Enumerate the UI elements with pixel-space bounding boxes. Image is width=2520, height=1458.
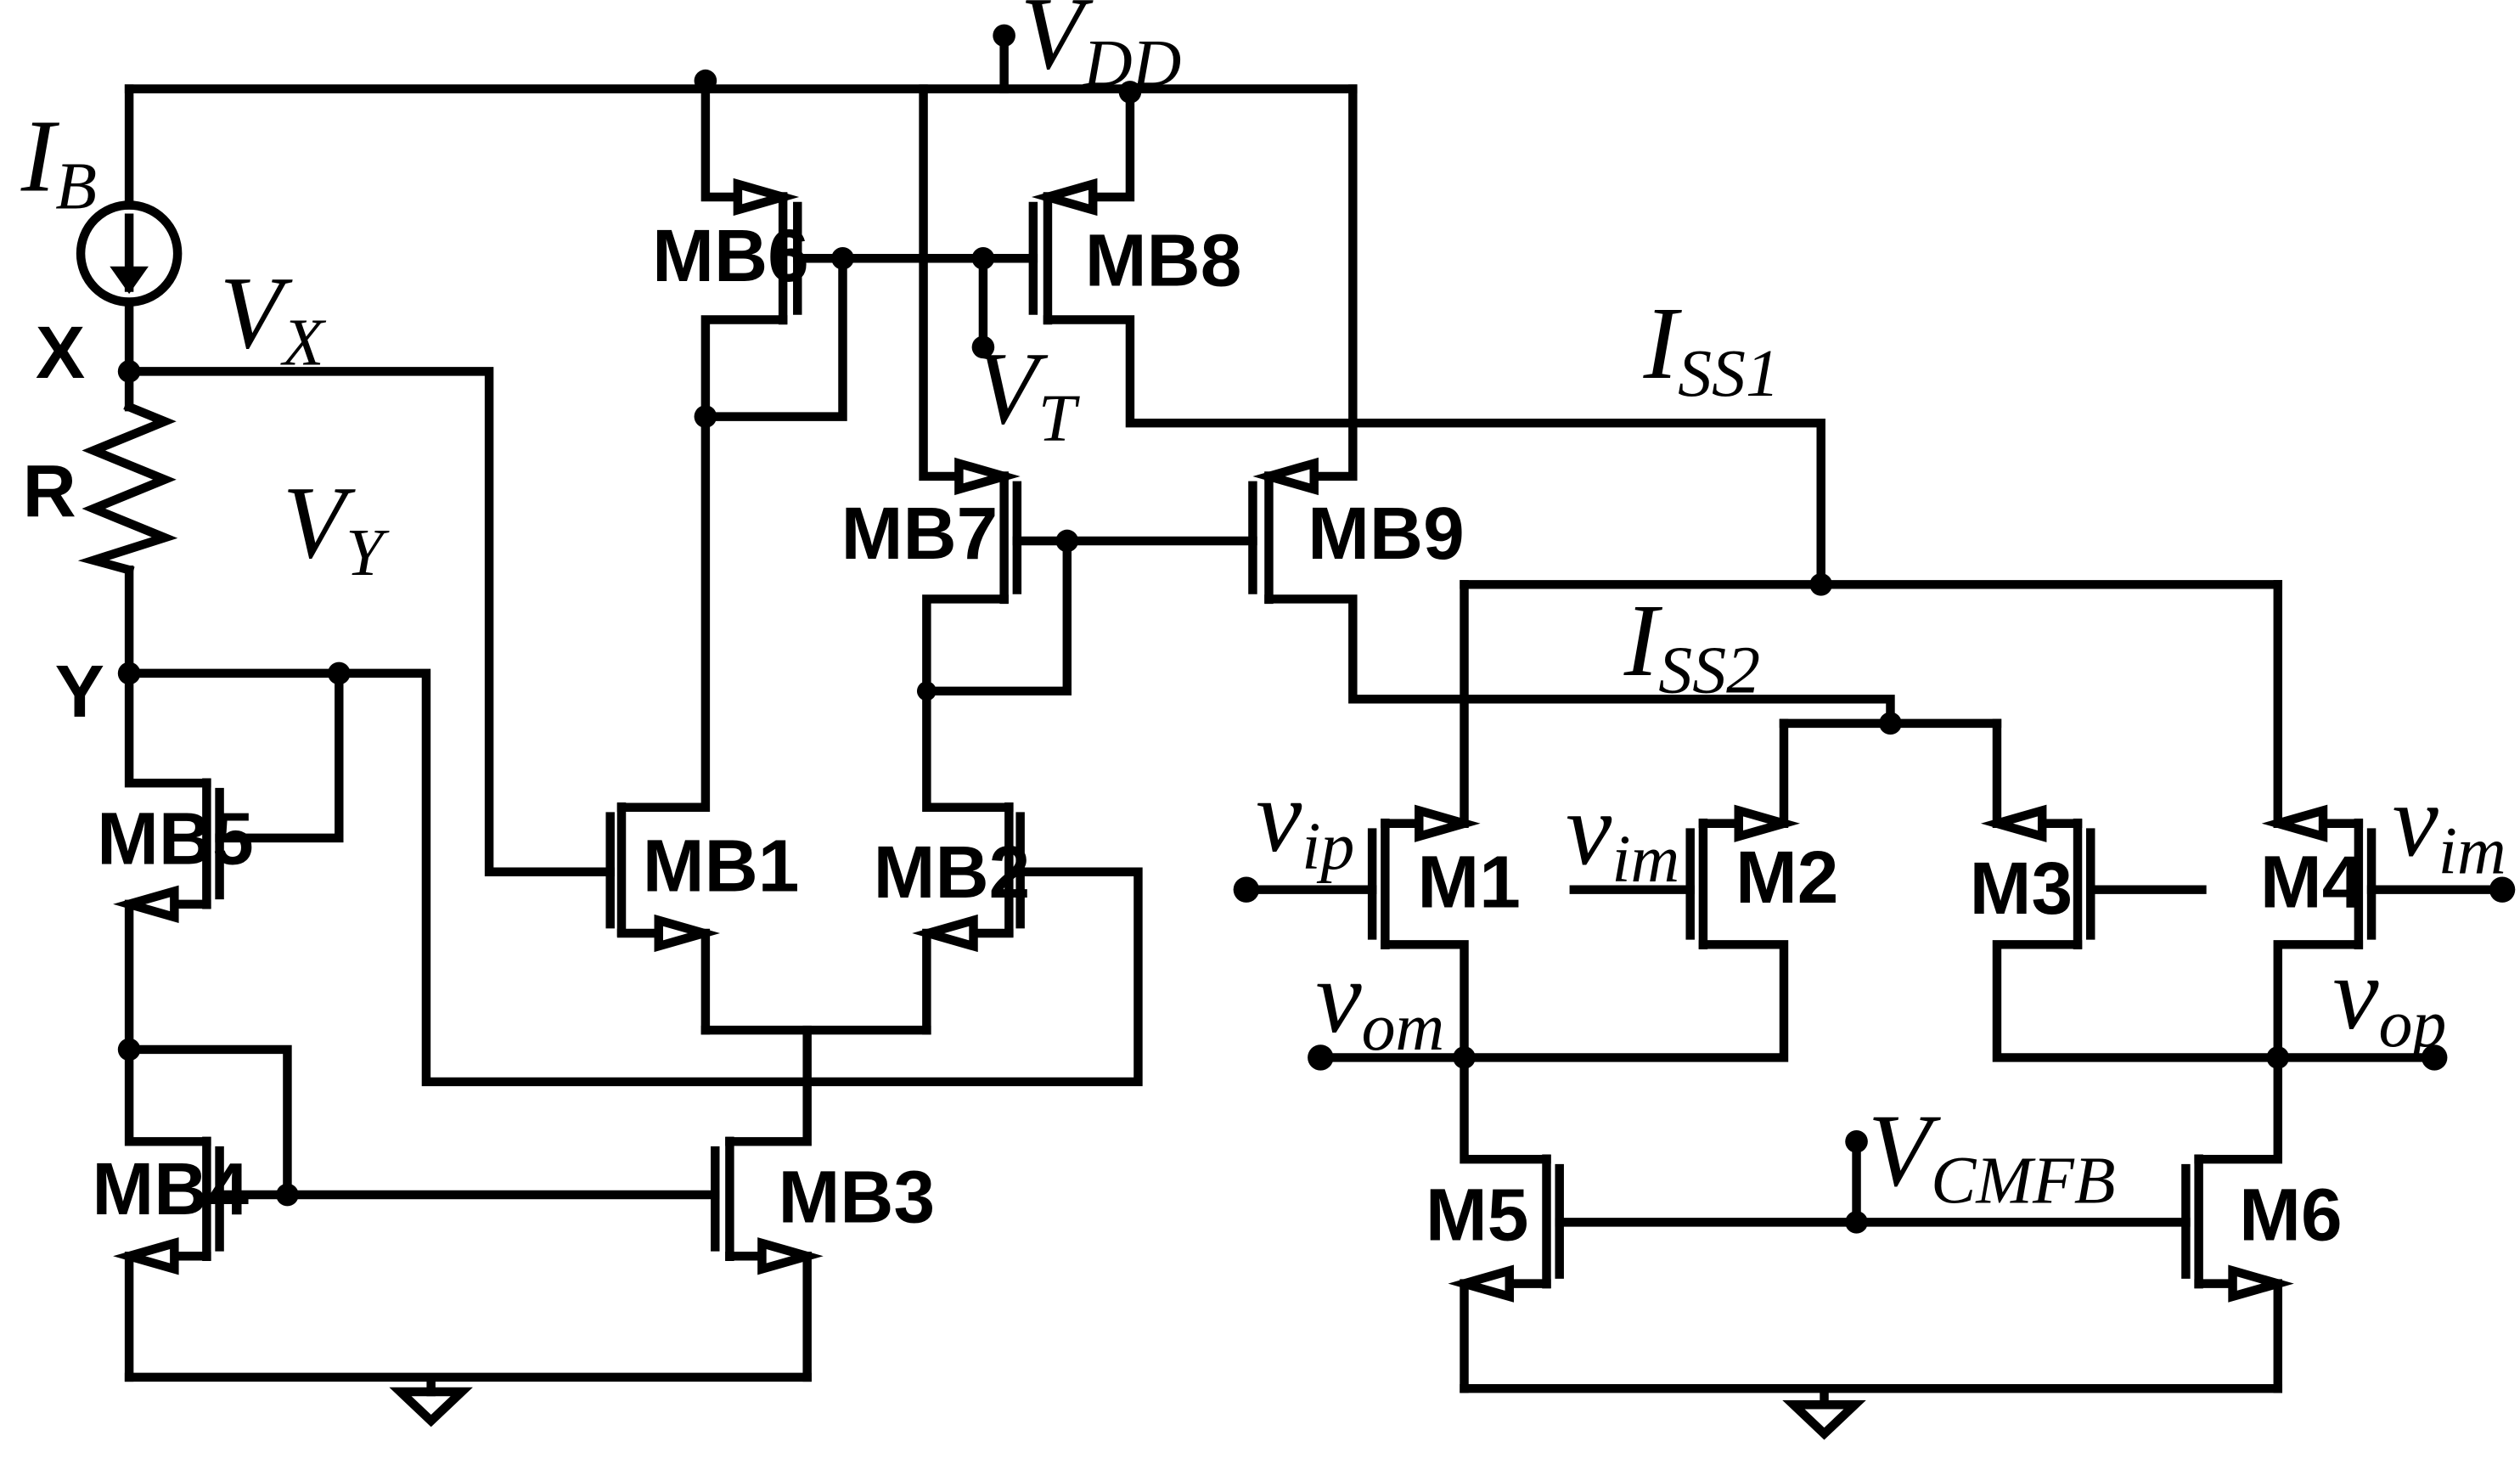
junction-dots [117,24,2516,1234]
label-vom: vom [1316,941,1445,1065]
transistor-mb5 [113,778,224,923]
label-vcmfb: VCMFB [1868,1095,2116,1219]
transistor-mb6 [733,177,802,325]
ground-symbol-left [389,1387,473,1427]
label-node-y: Y [55,650,104,733]
label-vt: VT [975,332,1080,456]
transistor-mb8 [1028,177,1098,325]
label-mb9: MB9 [1308,492,1465,575]
transistor-mb2 [912,802,1025,953]
transistor-m1 [1367,804,1481,950]
label-mb7: MB7 [841,492,998,575]
transistor-mb4 [113,1136,224,1275]
label-mb4: MB4 [92,1147,249,1230]
label-vim-right: vim [2393,765,2506,889]
label-m2: M2 [1735,836,1839,919]
transistor-mb3 [711,1136,824,1275]
ground-symbol-right [1782,1399,1866,1440]
label-vx: VX [220,256,327,380]
label-vy: VY [283,466,390,590]
transistor-m2 [1685,804,1801,950]
label-m5: M5 [1426,1173,1528,1256]
label-mb6: MB6 [652,214,809,297]
transistor-m4 [2261,804,2377,950]
transistor-mb1 [605,802,721,953]
resistor-r [77,401,178,576]
current-source-ib [76,200,183,307]
label-mb8: MB8 [1085,219,1242,302]
transistor-m5 [1448,1154,1564,1303]
label-mb5: MB5 [97,797,254,880]
label-iss1: ISS1 [1643,287,1780,411]
label-iss2: ISS2 [1623,584,1760,708]
label-mb2: MB2 [874,830,1031,914]
transistor-m3 [1980,804,2095,950]
transistor-m6 [2181,1154,2294,1303]
wires [124,31,2507,1410]
label-m3: M3 [1970,847,2073,930]
label-ib: IB [20,99,97,223]
label-m1: M1 [1417,841,1520,924]
label-m6: M6 [2239,1173,2342,1256]
transistor-mb9 [1248,457,1319,605]
label-mb3: MB3 [778,1155,935,1238]
label-vim-left: vim [1566,773,1679,897]
transistor-mb7 [954,457,1022,605]
label-resistor-r: R [23,449,76,532]
math-labels: VDD IB VX VY VT ISS1 ISS2 VCMFB vip vim … [20,0,2506,1219]
label-vop: vop [2332,937,2446,1061]
label-mb1: MB1 [643,825,800,908]
label-vip: vip [1256,760,1354,884]
label-vdd: VDD [1021,0,1182,101]
label-m4: M4 [2260,841,2364,924]
label-node-x: X [36,311,85,394]
component-labels: MB1 MB2 MB3 MB4 MB5 MB6 MB7 MB8 MB9 M1 M… [23,214,2364,1256]
